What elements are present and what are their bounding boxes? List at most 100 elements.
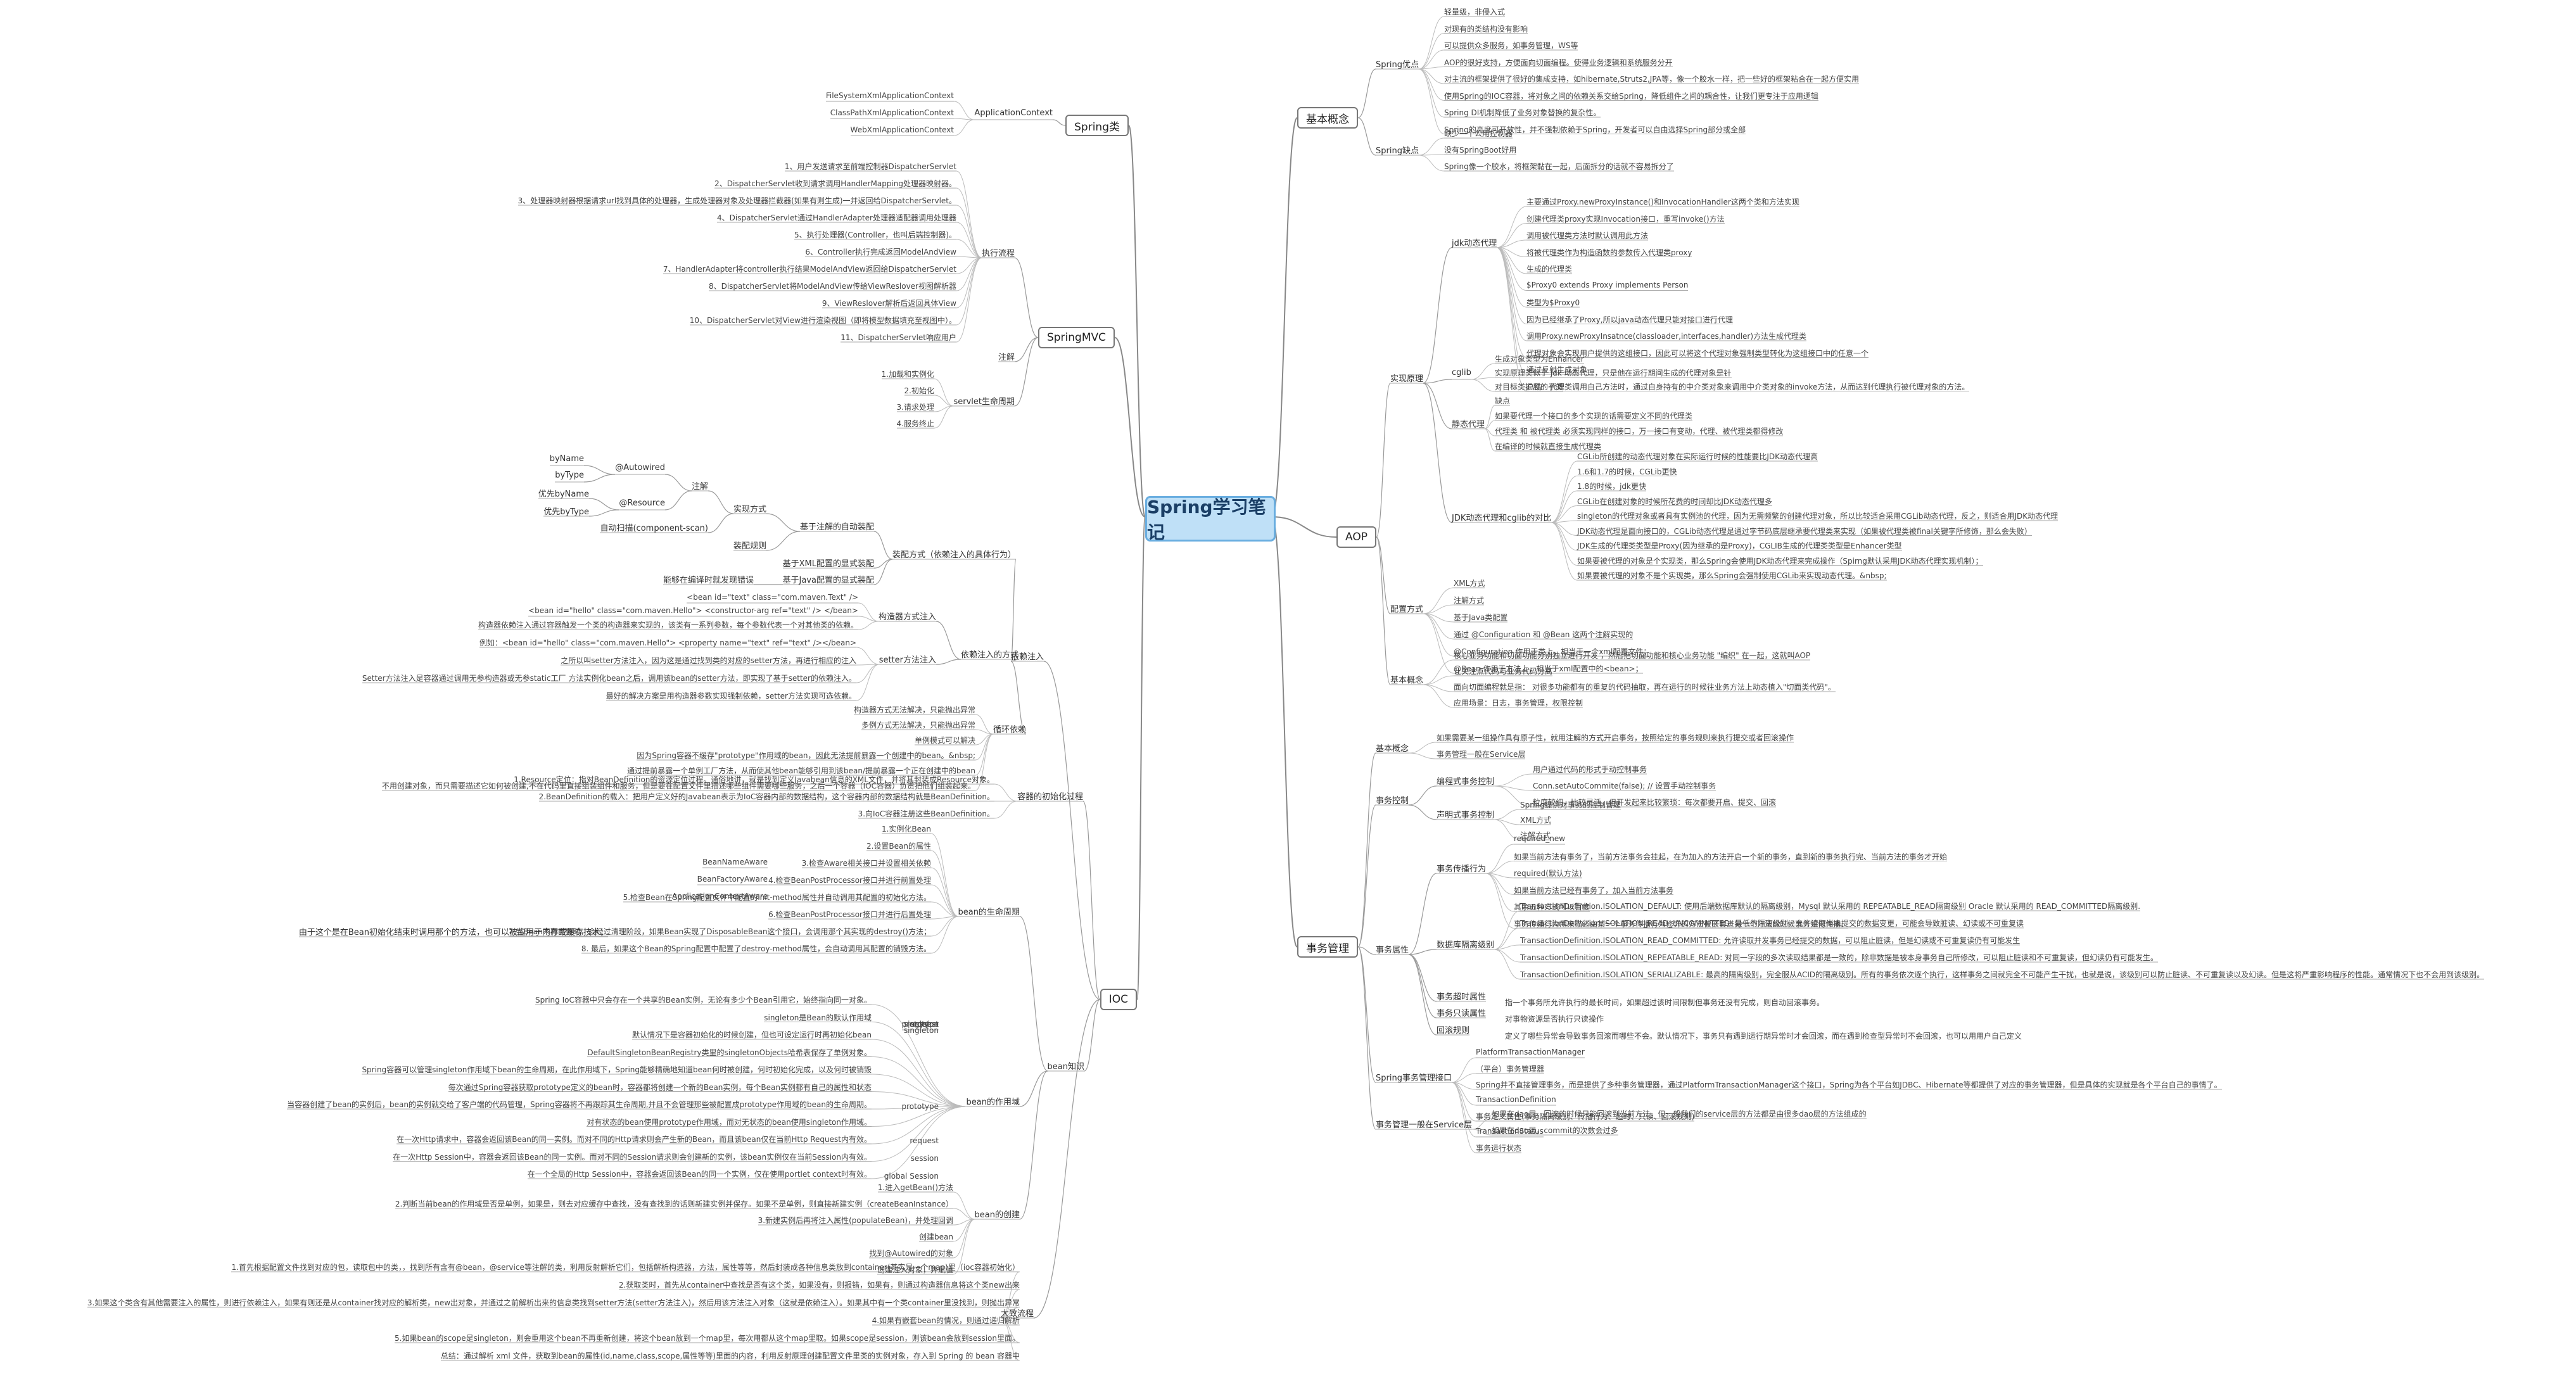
priority-by-type-leaf[interactable]: 优先byType (543, 507, 589, 517)
connector-line (1423, 659, 1454, 685)
disadvantage-item: 缺少一个公用控制器 (1444, 129, 1513, 138)
declarative-node[interactable]: 声明式事务控制 (1437, 811, 1495, 820)
component-scan-leaf[interactable]: 自动扫描(component-scan) (600, 524, 708, 533)
connector-line (1357, 804, 1376, 948)
aop-node[interactable]: AOP (1336, 526, 1376, 548)
assembly-rule-node[interactable]: 装配规则 (733, 542, 766, 551)
propagation-item: 其余五种方式可以百度 (1514, 903, 1590, 911)
impl-way-node[interactable]: 实现方式 (733, 505, 766, 514)
connector-line (1357, 752, 1376, 948)
connector-line (956, 170, 982, 258)
static-proxy-node[interactable]: 静态代理 (1452, 420, 1485, 429)
connector-line (871, 1106, 967, 1144)
exec-flow-node[interactable]: 执行流程 (981, 249, 1015, 258)
bean-lifecycle-node[interactable]: bean的生命周期 (958, 908, 1020, 917)
priority-by-name-leaf[interactable]: 优先byName (538, 490, 589, 499)
tx-service-node[interactable]: 事务管理一般在Service层 (1376, 1120, 1473, 1130)
rollback-node[interactable]: 回滚规则 (1437, 1026, 1470, 1036)
circular-node[interactable]: 循环依赖 (993, 725, 1026, 735)
overview-item: 5.如果bean的scope是singleton，则会重用这个bean不再重新创… (394, 1334, 1020, 1343)
by-name-leaf[interactable]: byName (549, 454, 584, 464)
connector-line (1043, 661, 1101, 1000)
propagation-node[interactable]: 事务传播行为 (1437, 865, 1487, 874)
config-item: @Bean 作用于方法上，相当于xml配置中的<bean>； (1454, 664, 1643, 673)
circular-item: 多例方式无法解决，只能抛出异常 (861, 721, 975, 730)
ioc-node[interactable]: IOC (1100, 989, 1137, 1010)
bean-creation-node[interactable]: bean的创建 (974, 1210, 1020, 1220)
can-check-leaf[interactable]: 能够在编译时就发现错误 (663, 576, 754, 585)
tx-concept-node[interactable]: 基本概念 (1376, 744, 1409, 754)
connector-line (1494, 809, 1521, 820)
connector-line (1357, 117, 1376, 156)
jdk-proxy-node[interactable]: jdk动态代理 (1452, 239, 1497, 248)
compare-node[interactable]: JDK动态代理和cglib的对比 (1452, 514, 1552, 523)
timeout-node[interactable]: 事务超时属性 (1437, 992, 1487, 1002)
di-node[interactable]: 依赖注入 (1010, 652, 1044, 662)
connector-line (1485, 861, 1514, 874)
di-ways-node[interactable]: 依赖注入的方式 (960, 650, 1018, 660)
readonly-node[interactable]: 事务只读属性 (1437, 1009, 1487, 1018)
circular-item: 不用创建对象，而只需要描述它如何被创建,不在代码里直接组装组件和服务，但是要在配… (381, 782, 975, 790)
root-node[interactable]: Spring学习笔记 (1145, 496, 1276, 543)
autowired-node[interactable]: @Autowired (615, 463, 665, 472)
tx-control-node[interactable]: 事务控制 (1376, 796, 1409, 806)
resource-node[interactable]: @Resource (619, 498, 665, 508)
connector-line (953, 1219, 975, 1275)
tx-attr-node[interactable]: 事务属性 (1376, 946, 1409, 955)
lifecycle-note-leaf[interactable]: 由于这个是在Bean初始化结束时调用那个的方法，也可以被应用于内存或缓存技术； (298, 928, 608, 937)
mvc-annotation-node[interactable]: 注解 (998, 353, 1015, 362)
exec-flow-item: 5、执行处理器(Controller，也叫后端控制器)。 (794, 231, 956, 239)
annotation-node[interactable]: 注解 (691, 482, 708, 491)
aware-item: BeanNameAware (702, 858, 768, 866)
bean-knowledge-node[interactable]: bean知识 (1047, 1062, 1084, 1072)
tx-node[interactable]: 事务管理 (1297, 936, 1358, 958)
connector-line (1357, 946, 1376, 1083)
aop-impl-node[interactable]: 实现原理 (1390, 374, 1424, 384)
compare-item: JDK生成的代理类类型是Proxy(因为继承的是Proxy)，CGLIB生成的代… (1577, 542, 1902, 550)
setter-node[interactable]: setter方法注入 (879, 656, 936, 665)
container-init-node[interactable]: 容器的初始化过程 (1017, 792, 1083, 802)
bean-creation-item: 创建bean (919, 1233, 953, 1241)
disadvantages-node[interactable]: Spring缺点 (1376, 146, 1419, 156)
bean-scope-node[interactable]: bean的作用域 (966, 1098, 1020, 1107)
connector-line (930, 916, 959, 937)
cglib-item: 对目标类扩展的子类 (1495, 383, 1564, 391)
by-type-leaf[interactable]: byType (555, 471, 584, 480)
connector-line (873, 559, 893, 585)
assembly-node[interactable]: 装配方式（依赖注入的具体行为） (892, 550, 1016, 560)
connector-line (588, 509, 619, 517)
connector-line (975, 729, 994, 735)
annotation-injection-node[interactable]: 基于注解的自动装配 (799, 523, 874, 532)
constructor-node[interactable]: 构造器方式注入 (878, 612, 936, 622)
cglib-node[interactable]: cglib (1452, 368, 1471, 377)
springmvc-node[interactable]: SpringMVC (1037, 327, 1115, 348)
aop-concept-node[interactable]: 基本概念 (1390, 676, 1424, 685)
connector-line (1418, 16, 1445, 70)
aop-config-node[interactable]: 配置方式 (1390, 605, 1424, 614)
constructor-item: 构造器依赖注入通过容器触发一个类的构造器来实现的，该类有一系列参数，每个参数代表… (478, 621, 858, 630)
exec-flow-item: 9、ViewReslover解析后返回具体View (822, 299, 956, 308)
programmatic-item: 粒度较细，比较灵活，但开发起来比较繁琐：每次都要开启、提交、回滚 (1533, 798, 1777, 807)
programmatic-node[interactable]: 编程式事务控制 (1437, 777, 1495, 787)
servlet-lifecycle-node[interactable]: servlet生命周期 (953, 397, 1015, 407)
basics-node[interactable]: 基本概念 (1297, 107, 1358, 129)
scope-type-item: prototype (901, 1102, 939, 1111)
application-context-node[interactable]: ApplicationContext (974, 108, 1053, 118)
compare-item: CGLib在创建对象的时候所花费的时间却比JDK动态代理多 (1577, 497, 1772, 506)
java-injection-node[interactable]: 基于Java配置的显式装配 (782, 576, 874, 585)
xml-injection-node[interactable]: 基于XML配置的显式装配 (782, 559, 874, 569)
aware-item: ApplicationContextAware (671, 892, 768, 901)
isolation-node[interactable]: 数据库隔离级别 (1437, 941, 1495, 950)
jdk-item: 总结：代理类调用自己方法时，通过自身持有的中介类对象来调用中介类对象的invok… (1526, 382, 1970, 391)
overview-node[interactable]: 大致流程 (1000, 1309, 1034, 1319)
connector-line (1000, 1307, 1020, 1319)
connector-line (871, 1074, 967, 1107)
connector-line (930, 916, 959, 954)
spring-class-node[interactable]: Spring类 (1065, 115, 1129, 136)
advantages-node[interactable]: Spring优点 (1376, 60, 1419, 70)
constructor-item: <bean id="text" class="com.maven.Text" /… (687, 593, 858, 602)
scope-type-item: request (910, 1136, 939, 1145)
connector-line (1418, 49, 1445, 70)
compare-item: 如果要被代理的对象是个实现类，那么Spring会使用JDK动态代理来完成操作（S… (1577, 556, 1983, 566)
ptm-node[interactable]: Spring事务管理接口 (1376, 1074, 1452, 1083)
